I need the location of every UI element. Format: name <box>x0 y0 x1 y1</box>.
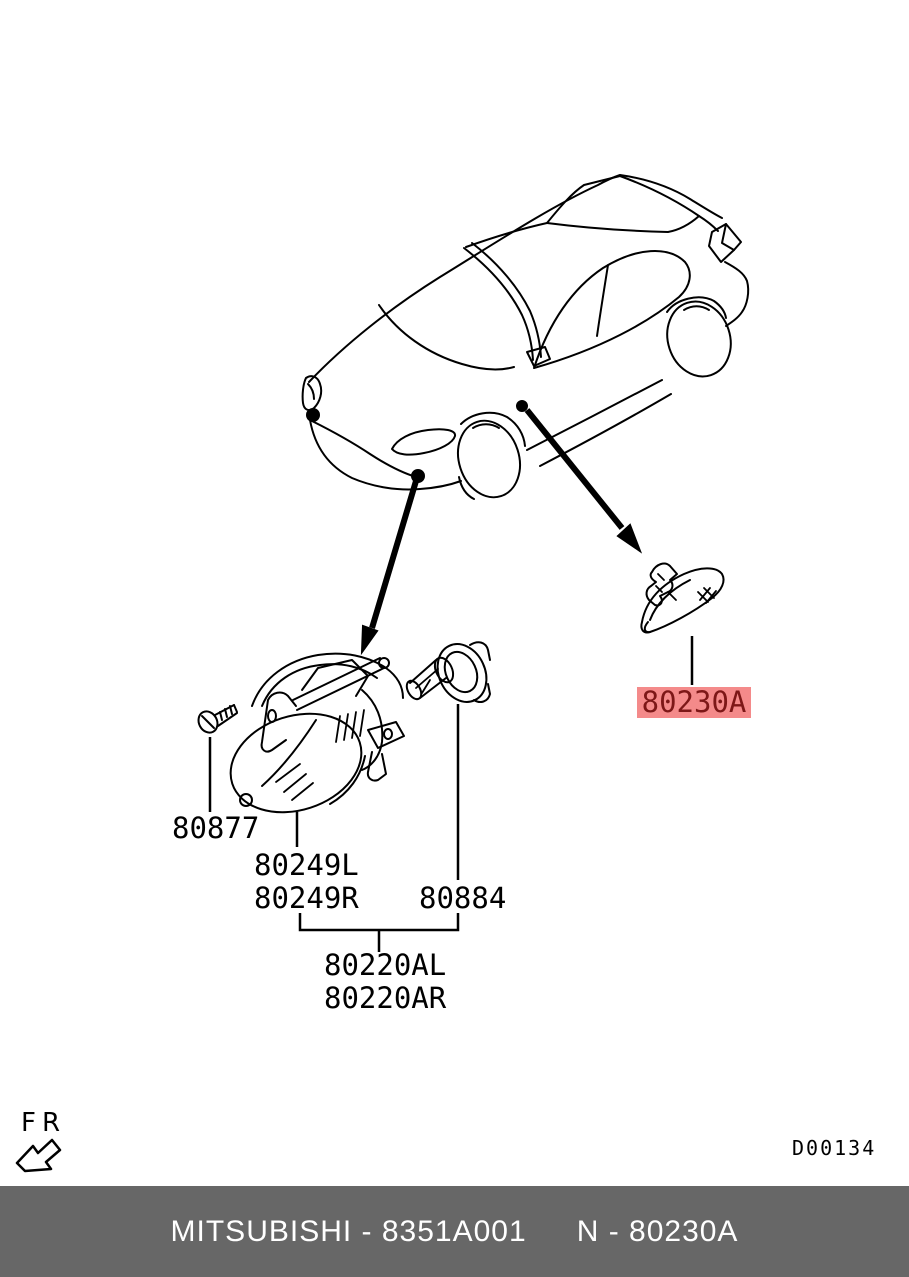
car-side-glass <box>533 250 691 369</box>
car-rear-quarter <box>724 261 750 327</box>
car-rocker-line-1 <box>526 379 663 451</box>
car-a-pillar-inner <box>471 242 542 358</box>
highlighted-part-label[interactable]: 80230A <box>637 687 751 718</box>
car-front-arch-lip <box>458 476 475 500</box>
pointer-arrows <box>360 408 643 656</box>
car-rear-window-edge <box>698 215 719 232</box>
footer-part-text: N - 80230A <box>576 1214 739 1248</box>
fog-lamp-wing <box>367 721 405 749</box>
car-roof-glass <box>546 175 700 233</box>
sidemarker-location-dot <box>516 400 528 412</box>
fog-lamp-strap <box>301 659 369 697</box>
screw-drawing <box>197 704 238 734</box>
side-marker-drawing <box>640 562 725 634</box>
car-front-bumper-bottom <box>309 419 462 491</box>
part-label-fog-lamp-left[interactable]: 80249L <box>254 848 359 882</box>
group-bracket <box>298 913 460 952</box>
footer-catalog-text: MITSUBISHI - 8351A001 <box>170 1214 527 1248</box>
side-marker-tail <box>643 621 651 634</box>
bulb-glass-tip <box>405 679 423 701</box>
foglamp-location-dot <box>411 469 425 483</box>
fog-lamp-housing-top <box>251 652 404 707</box>
fog-lamp-lens-arc <box>329 755 366 805</box>
fog-lamp-lens-hatch <box>275 763 314 801</box>
screw-threads <box>219 704 238 721</box>
footer-bar: MITSUBISHI - 8351A001 N - 80230A <box>0 1186 909 1277</box>
screw-slot <box>201 715 215 729</box>
car-headlight-crescent <box>301 375 323 412</box>
side-marker-body <box>640 567 725 634</box>
part-label-assembly-left[interactable]: 80220AL <box>324 948 447 982</box>
front-direction-label: FR <box>21 1108 67 1138</box>
fog-lamp-wing-hole <box>383 728 393 740</box>
fr-arrow-icon <box>15 1138 62 1173</box>
side-marker-lens-line <box>649 579 691 621</box>
car-mirror <box>526 346 551 367</box>
car-b-pillar <box>596 264 609 337</box>
car-rocker-line-2 <box>539 393 672 467</box>
drawing-code: D00134 <box>792 1136 877 1160</box>
car-a-pillar-outer <box>463 247 534 361</box>
part-label-screw[interactable]: 80877 <box>172 811 260 845</box>
bulb-flange-outer <box>436 643 488 703</box>
fog-lamp-lens-line <box>261 719 317 787</box>
car-front-bumper-top <box>311 420 417 478</box>
car-front-corner-dot <box>306 408 320 422</box>
fog-lamp-bracket-arm-end <box>378 657 390 669</box>
car-rear-wheel-arch <box>666 296 727 319</box>
fog-lamp-ribs <box>335 709 365 743</box>
fog-lamp-lens <box>229 712 363 814</box>
car-rear-wheel-rim <box>683 305 710 311</box>
car-front-wheel-rim <box>472 423 500 429</box>
car-headlight-inner <box>307 383 315 400</box>
car-front-wheel <box>457 419 521 499</box>
part-label-assembly-right[interactable]: 80220AR <box>324 981 447 1015</box>
car-foglamp-recess <box>391 428 456 456</box>
fog-lamp-bracket-arm <box>292 657 385 711</box>
bulb-rear-tab-bottom <box>473 683 491 703</box>
part-label-bulb[interactable]: 80884 <box>419 881 507 915</box>
arrow-to-fog-lamp <box>360 480 419 656</box>
leader-lines <box>208 636 694 952</box>
highlighted-part-number: 80230A <box>641 685 747 719</box>
car-cowl-line <box>378 304 515 371</box>
bulb-flange-inner <box>443 650 479 694</box>
bulb-glass-body <box>409 659 447 699</box>
side-marker-hatch <box>697 587 717 604</box>
fog-lamp-foot <box>366 751 387 782</box>
arrow-to-side-marker <box>524 408 643 554</box>
car-front-wheel-arch <box>460 411 526 447</box>
fog-lamp-tab-hole <box>267 709 277 723</box>
bulb-drawing <box>405 641 491 703</box>
car-upper-profile <box>308 174 723 383</box>
part-label-fog-lamp-right[interactable]: 80249R <box>254 881 359 915</box>
fog-lamp-tab-plate <box>260 691 297 753</box>
fog-lamp-drawing <box>229 652 405 814</box>
car-rear-wheel <box>666 300 732 378</box>
car-outline-drawing <box>301 174 750 500</box>
bulb-glass-facets <box>415 668 439 694</box>
parts-diagram-canvas <box>15 174 750 1173</box>
fog-lamp-lower-tab <box>239 793 253 807</box>
bulb-rear-tab-top <box>469 641 491 661</box>
car-rear-spoiler-fold <box>721 223 735 251</box>
